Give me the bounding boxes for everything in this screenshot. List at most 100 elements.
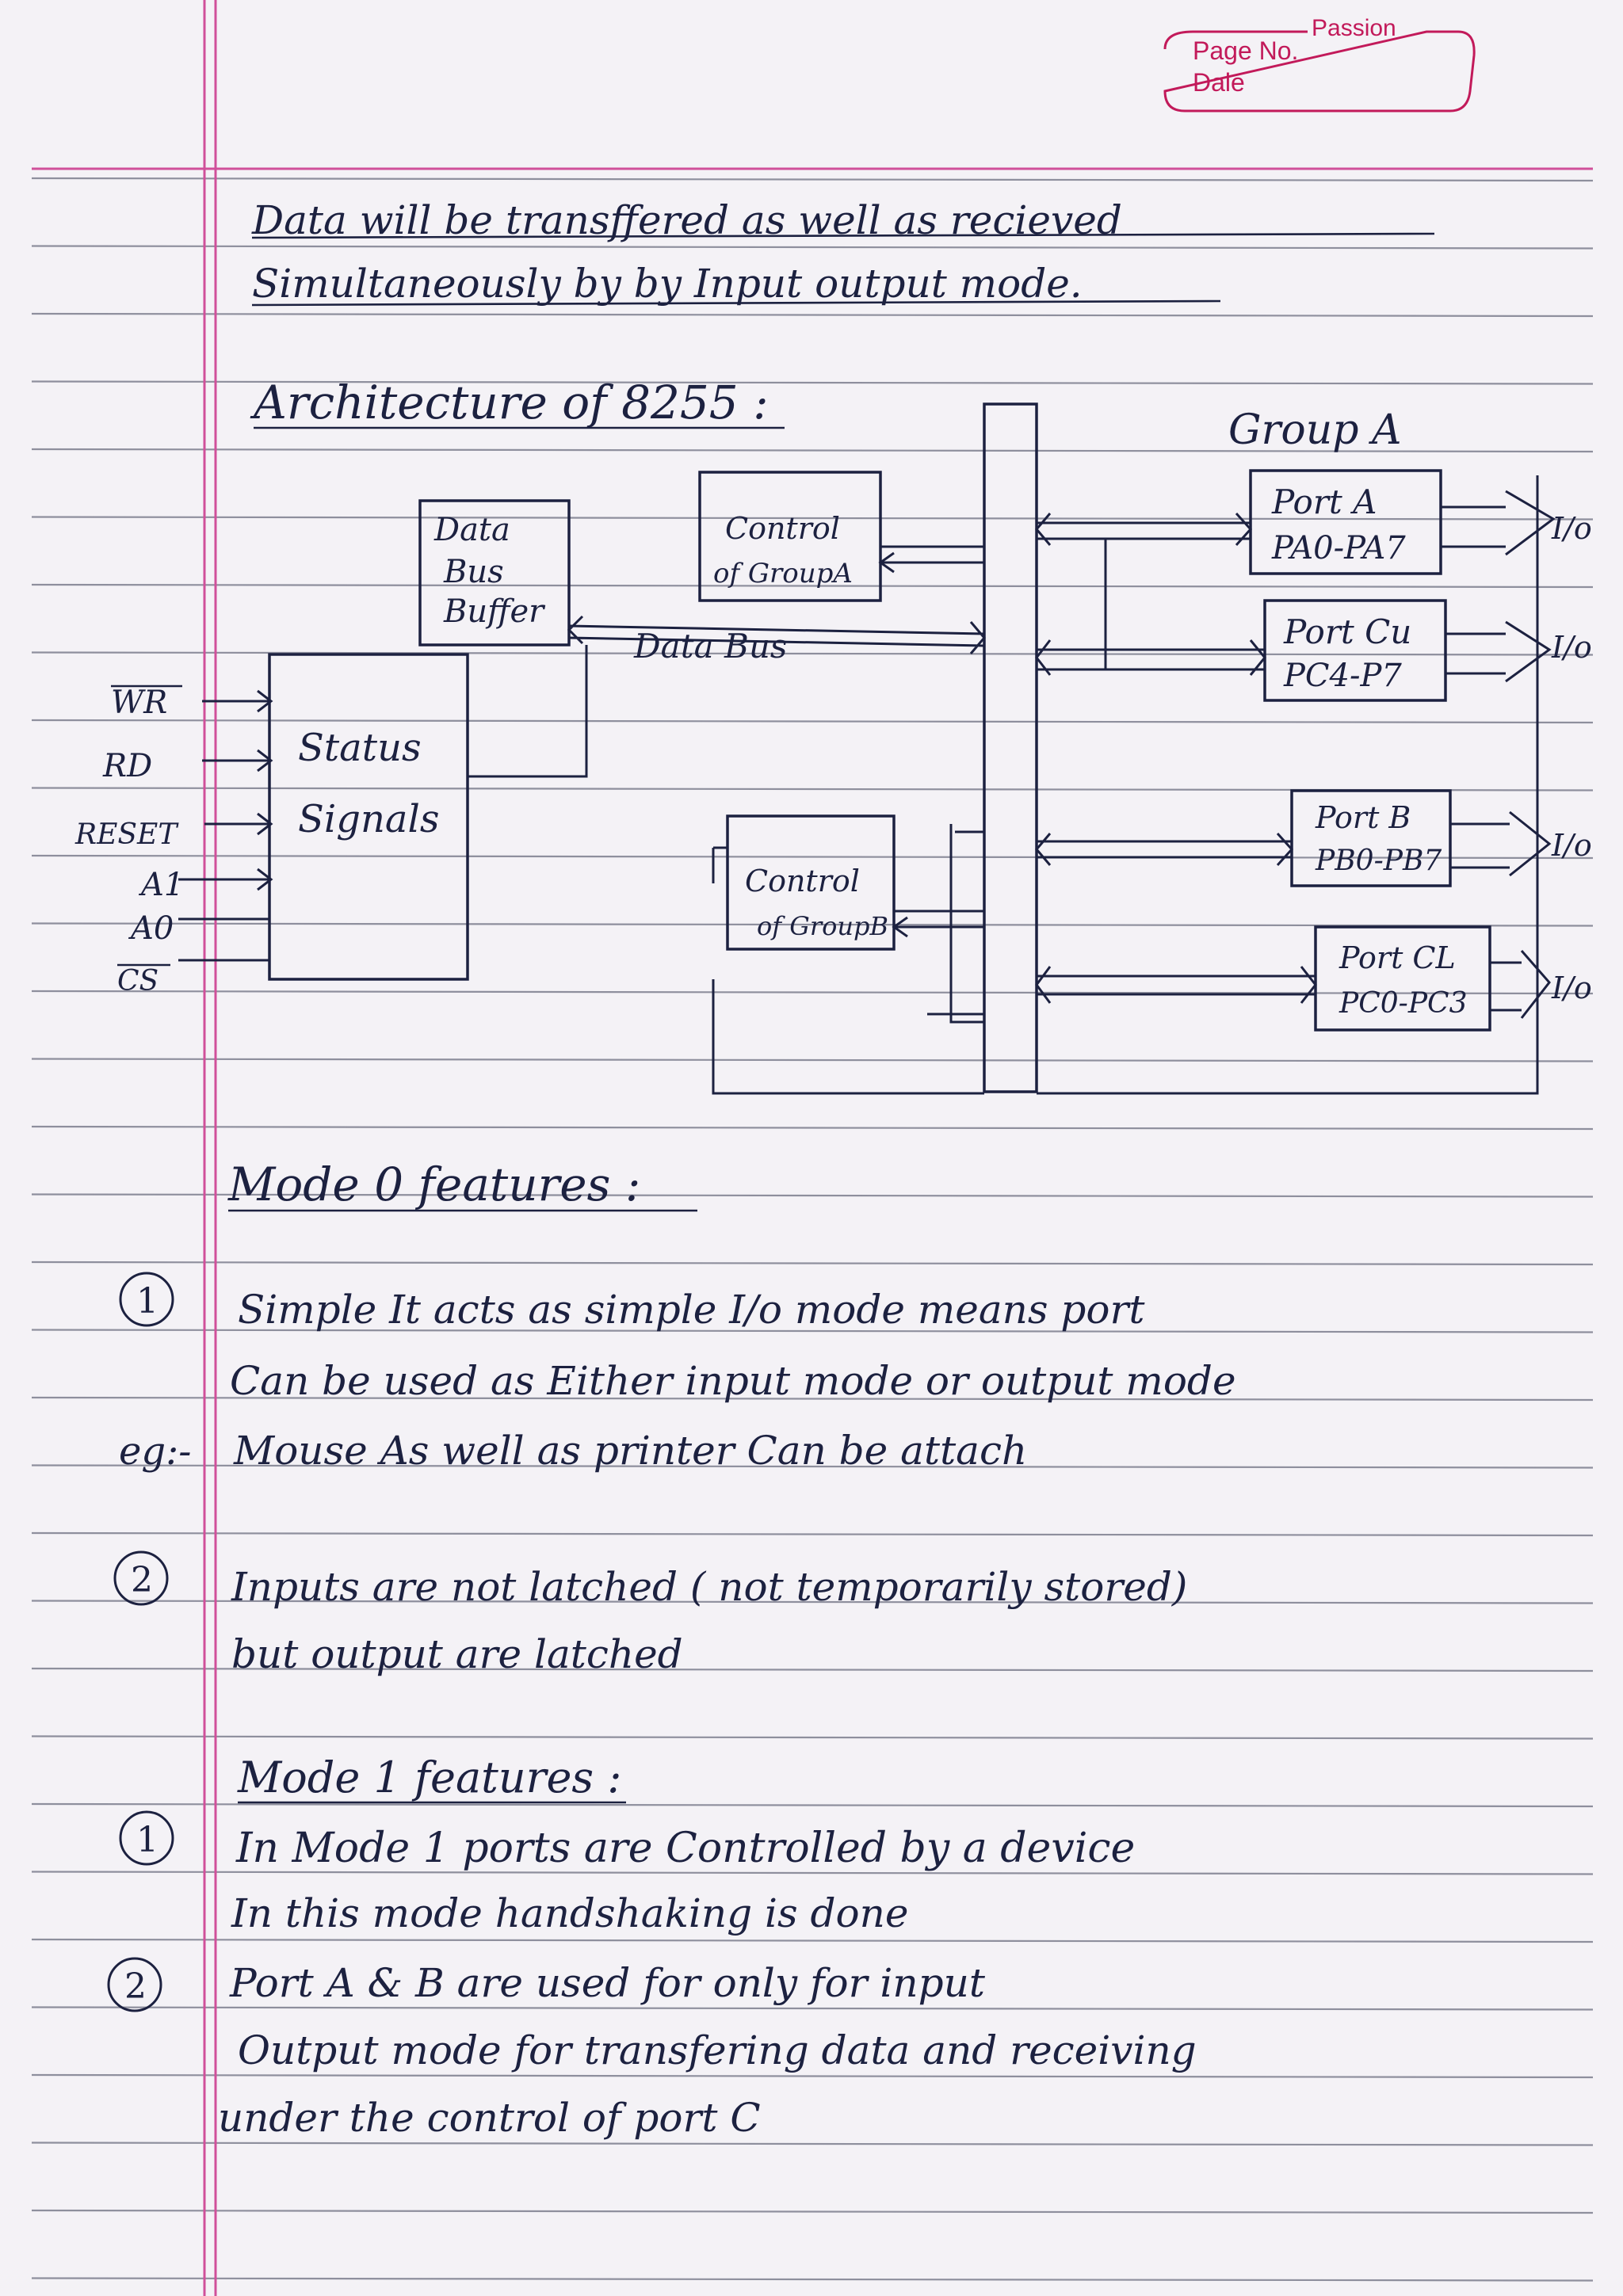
ruled-line <box>31 1938 1594 1943</box>
control-group-b-label-2: of GroupB <box>757 911 888 941</box>
ruled-line <box>31 990 1594 995</box>
ruled-line <box>31 1531 1594 1537</box>
mode0-item2-line1: Inputs are not latched ( not temporarily… <box>231 1564 1187 1610</box>
control-group-b-box <box>726 814 896 951</box>
status-signals-box <box>268 653 469 981</box>
mode1-item1-line1: In Mode 1 ports are Controlled by a devi… <box>235 1825 1135 1872</box>
mode1-item2-line1: Port A & B are used for only for input <box>229 1960 986 2006</box>
port-cu-label: Port Cu <box>1283 612 1411 651</box>
ruled-line <box>31 1058 1594 1062</box>
mode0-item1-line3: Mouse As well as printer Can be attach <box>233 1428 1027 1474</box>
port-cu-pins: PC4-P7 <box>1283 658 1402 694</box>
mode0-item2-num: 2 <box>131 1560 153 1600</box>
input-rd: RD <box>102 748 152 784</box>
mode0-item2-line2: but output are latched <box>231 1631 683 1677</box>
ruled-line <box>31 854 1594 860</box>
architecture-heading: Architecture of 8255 : <box>250 376 769 429</box>
mode1-item1-num: 1 <box>136 1820 158 1860</box>
ruled-line <box>31 1802 1594 1808</box>
ruled-line <box>31 719 1594 724</box>
ruled-line <box>31 1329 1594 1333</box>
ruled-line <box>31 583 1594 589</box>
page-no-label: Page No. <box>1193 36 1298 65</box>
ruled-line <box>31 2142 1594 2146</box>
io-label-port-cu: I/o <box>1551 630 1592 665</box>
ruled-line <box>31 2277 1594 2282</box>
ruled-line <box>31 2006 1594 2011</box>
mode0-item1-circle <box>119 1272 174 1327</box>
mode1-item2-line2: Output mode for transfering data and rec… <box>238 2027 1197 2073</box>
input-a1: A1 <box>138 867 184 903</box>
control-group-a-label-2: of GroupA <box>713 558 853 589</box>
mode0-item1-line1: Simple It acts as simple I/o mode means … <box>238 1287 1145 1333</box>
mode0-item1-num: 1 <box>136 1281 158 1322</box>
ruled-line <box>31 1600 1594 1604</box>
port-b-pins: PB0-PB7 <box>1315 845 1442 877</box>
input-wr: WR <box>111 685 167 721</box>
port-b-label: Port B <box>1315 800 1411 835</box>
port-cl-pins: PC0-PC3 <box>1338 987 1468 1020</box>
data-bus-buffer-box <box>418 499 571 646</box>
ruled-line <box>31 312 1594 318</box>
mode1-item2-circle <box>107 1957 162 2012</box>
ruled-line <box>31 1667 1594 1672</box>
control-group-b-label-1: Control <box>745 864 860 898</box>
mode0-heading: Mode 0 features : <box>227 1158 640 1211</box>
ruled-line <box>31 245 1594 250</box>
mode0-item2-circle <box>113 1550 169 1606</box>
control-group-a-box <box>698 471 882 602</box>
status-signals-label-1: Status <box>298 726 422 770</box>
mode1-item2-line3: under the control of port C <box>218 2095 761 2141</box>
mode1-item2-num: 2 <box>124 1966 147 2007</box>
port-cl-label: Port CL <box>1338 940 1456 975</box>
io-label-port-a: I/o <box>1551 511 1592 546</box>
ruled-line <box>31 1871 1594 1875</box>
control-group-a-label-1: Control <box>725 511 840 546</box>
date-label: Dale <box>1193 68 1245 97</box>
mode1-item1-circle <box>119 1810 174 1866</box>
input-wires <box>178 689 273 962</box>
ruled-line <box>31 2209 1594 2214</box>
ruled-line <box>31 1125 1594 1131</box>
data-bus-buffer-label-3: Buffer <box>443 593 546 630</box>
data-bus-buffer-label-1: Data <box>433 512 510 548</box>
mode1-item1-line2: In this mode handshaking is done <box>231 1890 908 1936</box>
ruled-line <box>31 177 1594 182</box>
page-no-stamp: Passion Page No. Dale <box>1163 15 1476 113</box>
data-bus-buffer-label-2: Bus <box>443 554 504 590</box>
input-reset: RESET <box>74 818 179 851</box>
brand-name: Passion <box>1312 15 1396 41</box>
ruled-line <box>31 1735 1594 1740</box>
data-bus-label: Data Bus <box>633 627 787 666</box>
ruled-line <box>31 380 1594 385</box>
internal-bus <box>983 402 1038 1093</box>
intro-underline-1 <box>251 232 1435 239</box>
ruled-line <box>31 448 1594 453</box>
ruled-line <box>31 1464 1594 1469</box>
ruled-line <box>31 1261 1594 1266</box>
input-a0: A0 <box>128 910 174 947</box>
group-a-label: Group A <box>1228 406 1402 454</box>
ruled-line <box>31 2073 1594 2079</box>
ruled-line <box>31 516 1594 521</box>
ruled-line <box>31 651 1594 656</box>
port-a-pins: PA0-PA7 <box>1271 530 1406 566</box>
ruled-line <box>31 922 1594 927</box>
intro-line-2: Simultaneously by by Input output mode. <box>252 261 1083 307</box>
port-cl-box <box>1314 925 1491 1032</box>
mode1-heading: Mode 1 features : <box>237 1753 621 1802</box>
architecture-diagram: Data Bus Buffer Control of GroupA Status… <box>74 402 1592 1095</box>
io-label-port-b: I/o <box>1551 828 1592 863</box>
io-label-port-cl: I/o <box>1551 971 1592 1005</box>
status-signals-label-2: Signals <box>298 797 439 841</box>
bus-wiring <box>468 475 1556 1095</box>
ruled-lines <box>31 177 1594 2282</box>
intro-underline-2 <box>251 299 1221 307</box>
ruled-line <box>31 1193 1594 1198</box>
eg-label: eg:- <box>119 1429 192 1474</box>
ruled-line <box>31 1396 1594 1402</box>
port-b-box <box>1290 789 1452 887</box>
mode0-item1-line2: Can be used as Either input mode or outp… <box>230 1358 1236 1404</box>
input-cs: CS <box>117 965 158 997</box>
